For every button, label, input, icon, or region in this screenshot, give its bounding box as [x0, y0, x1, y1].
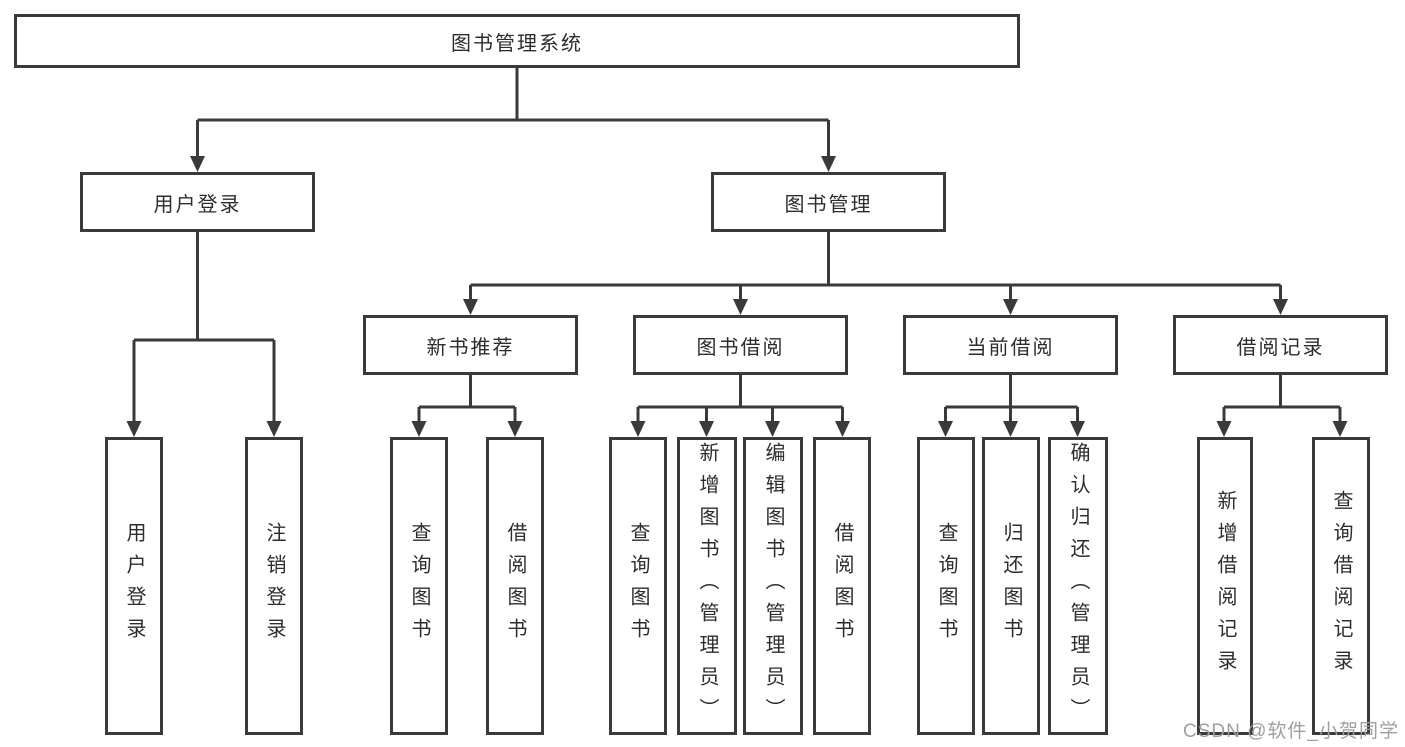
- node-root-system: 图书管理系统: [14, 14, 1020, 68]
- leaf-recommend-query-books: 查询图书: [390, 437, 448, 735]
- leaf-current-query-books: 查询图书: [917, 437, 975, 735]
- node-book-borrow: 图书借阅: [633, 315, 848, 375]
- node-new-book-recommend: 新书推荐: [363, 315, 578, 375]
- leaf-recommend-borrow-books: 借阅图书: [486, 437, 544, 735]
- node-current-borrow: 当前借阅: [903, 315, 1118, 375]
- leaf-user-login: 用户登录: [105, 437, 163, 735]
- leaf-borrow-edit-books-admin: 编辑图书（管理员）: [743, 437, 803, 735]
- leaf-borrow-borrow-books: 借阅图书: [813, 437, 871, 735]
- csdn-watermark: CSDN @软件_小贺同学: [1183, 721, 1399, 742]
- leaf-borrow-query-books: 查询图书: [609, 437, 667, 735]
- leaf-records-query-record: 查询借阅记录: [1312, 437, 1370, 735]
- leaf-current-confirm-return-admin: 确认归还（管理员）: [1048, 437, 1108, 735]
- node-borrow-records: 借阅记录: [1173, 315, 1388, 375]
- leaf-logout: 注销登录: [245, 437, 303, 735]
- leaf-current-return-books: 归还图书: [982, 437, 1040, 735]
- node-book-management: 图书管理: [711, 172, 946, 232]
- node-user-login: 用户登录: [80, 172, 315, 232]
- leaf-borrow-add-books-admin: 新增图书（管理员）: [677, 437, 737, 735]
- leaf-records-add-record: 新增借阅记录: [1197, 437, 1253, 735]
